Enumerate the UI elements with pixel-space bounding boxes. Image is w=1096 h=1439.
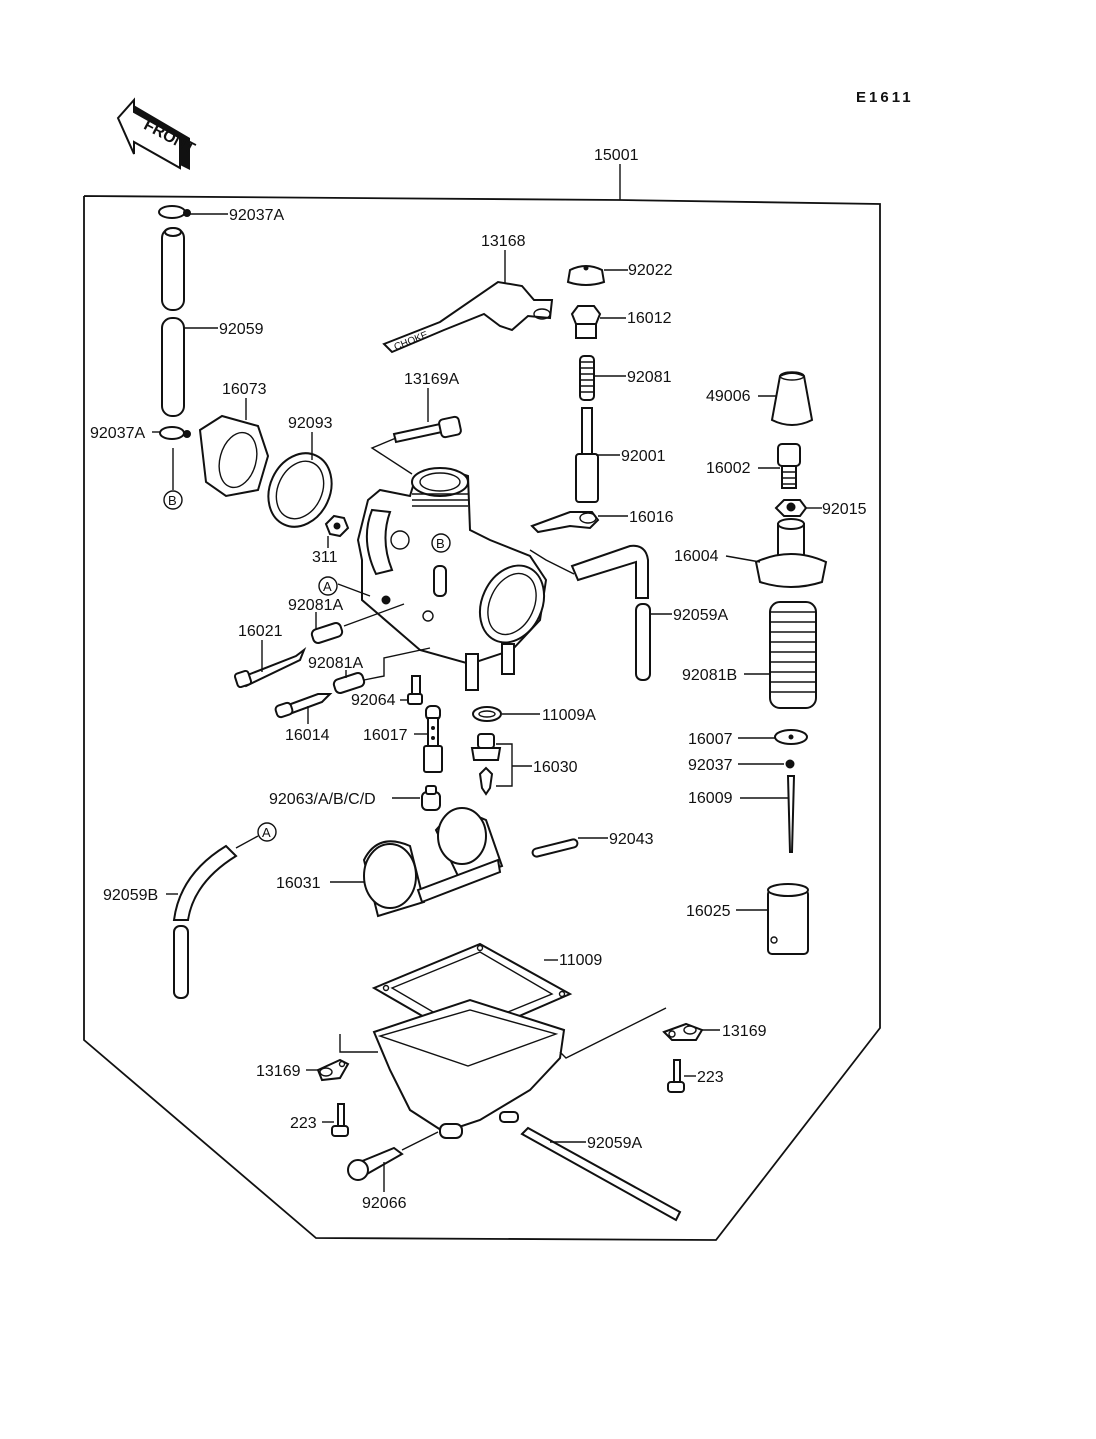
part-label-16002: 16002 — [706, 460, 751, 477]
svg-text:A: A — [262, 825, 271, 840]
part-label-13168: 13168 — [481, 233, 526, 250]
part-label-16012: 16012 — [627, 310, 672, 327]
part-label-92081A-upper: 92081A — [288, 597, 343, 614]
part-label-92059A-top: 92059A — [673, 607, 728, 624]
part-label-92081B: 92081B — [682, 667, 737, 684]
part-label-92093: 92093 — [288, 415, 333, 432]
part-label-92037A-top: 92037A — [229, 207, 284, 224]
part-label-92043: 92043 — [609, 831, 654, 848]
jet-holder-92064[interactable] — [407, 675, 423, 705]
part-label-13169-left: 13169 — [256, 1063, 301, 1080]
part-label-16031: 16031 — [276, 875, 321, 892]
part-label-92001: 13169A — [404, 371, 459, 388]
pilot-screw-16021[interactable] — [233, 647, 307, 689]
throttle-stop-screw-16014[interactable] — [274, 693, 333, 719]
plate-13169-right[interactable] — [662, 1022, 704, 1041]
part-label-16025: 16025 — [686, 903, 731, 920]
float-bowl[interactable] — [372, 998, 566, 1139]
part-label-16073: 16073 — [222, 381, 267, 398]
starter-plunger-16016[interactable] — [575, 407, 599, 503]
choke-lever-13168[interactable]: CHOKE — [382, 280, 554, 353]
connector-marker-b: B — [163, 490, 183, 510]
part-label-92064: 92064 — [351, 692, 396, 709]
throttle-valve-16025[interactable] — [767, 883, 809, 955]
part-label-92059: 92059 — [219, 321, 264, 338]
clamp-92037A-top[interactable] — [158, 205, 191, 219]
connector-marker-a: A — [257, 822, 277, 842]
part-label-92037: 92037 — [688, 757, 733, 774]
part-label-16004: 16004 — [674, 548, 719, 565]
retainer-16007[interactable] — [774, 729, 808, 745]
jet-needle-16009[interactable] — [786, 775, 796, 853]
svg-text:B: B — [436, 536, 445, 551]
part-label-92081A-lower: 92081A — [308, 655, 363, 672]
adjuster-16002[interactable] — [777, 443, 801, 489]
ring-92093[interactable] — [257, 443, 343, 537]
drain-tube-92059A-bottom[interactable] — [520, 1126, 682, 1222]
top-nut-16012[interactable] — [570, 305, 602, 339]
float-valve-16030[interactable] — [470, 733, 502, 796]
assembly-frame — [83, 164, 881, 1241]
screw-223-right[interactable] — [667, 1059, 685, 1093]
plate-13169-left[interactable] — [316, 1058, 350, 1082]
part-label-16021: 16021 — [238, 623, 283, 640]
mixing-chamber-cap-16004[interactable] — [754, 518, 828, 588]
screw-223-left[interactable] — [331, 1103, 349, 1137]
part-label-92059B: 92059B — [103, 887, 158, 904]
part-label-49006: 49006 — [706, 388, 751, 405]
washer-11009A[interactable] — [472, 706, 502, 722]
drain-screw-92066[interactable] — [347, 1146, 404, 1181]
svg-text:B: B — [168, 493, 177, 508]
clip-92037[interactable] — [785, 759, 795, 769]
part-label-13169A: 16016 — [629, 509, 674, 526]
assembly-number: 15001 — [594, 147, 639, 164]
part-label-13169-right: 13169 — [722, 1023, 767, 1040]
part-label-92063: 92063/A/B/C/D — [269, 791, 376, 808]
part-label-16014: 16014 — [285, 727, 330, 744]
part-label-16017: 16017 — [363, 727, 408, 744]
float-pin-92043[interactable] — [531, 838, 579, 858]
part-label-223-left: 223 — [290, 1115, 317, 1132]
connector-marker-a-body: A — [318, 576, 338, 596]
carburetor-body[interactable] — [356, 467, 556, 691]
spring-92081B[interactable] — [769, 601, 817, 709]
part-label-16016: 92001 — [621, 448, 666, 465]
vent-tube-92059A-top[interactable] — [570, 544, 651, 681]
reference-code: E1611 — [856, 89, 914, 106]
plate-13169A[interactable] — [530, 511, 600, 534]
part-label-92015: 92015 — [822, 501, 867, 518]
connector-marker-b-body: B — [431, 533, 451, 553]
boot-49006[interactable] — [770, 371, 814, 426]
front-arrow-icon: FRONT — [116, 97, 198, 170]
tube-92059[interactable] — [161, 227, 185, 417]
clamp-92037A-bottom[interactable] — [159, 426, 191, 440]
needle-jet-16017[interactable] — [423, 705, 443, 773]
part-label-92066: 92066 — [362, 1195, 407, 1212]
part-label-11009: 11009 — [559, 952, 602, 969]
cap-92022[interactable] — [566, 265, 606, 286]
tube-92059B[interactable] — [172, 844, 238, 999]
part-label-92022: 92022 — [628, 262, 673, 279]
main-jet-92063[interactable] — [421, 785, 441, 811]
part-label-11009A: 11009A — [542, 707, 596, 724]
nut-311[interactable] — [324, 514, 350, 538]
part-label-92081: 92081 — [627, 369, 672, 386]
part-label-311: 311 — [312, 549, 338, 566]
screw-92001[interactable] — [392, 415, 462, 444]
part-label-16007: 16007 — [688, 731, 733, 748]
spring-92081A-upper[interactable] — [310, 622, 344, 645]
spring-92081[interactable] — [579, 355, 595, 401]
part-label-223-right: 223 — [697, 1069, 724, 1086]
part-label-16030: 16030 — [533, 759, 578, 776]
nut-92015[interactable] — [774, 499, 808, 517]
part-label-92059A-bottom: 92059A — [587, 1135, 642, 1152]
part-label-92037A-bottom: 92037A — [90, 425, 145, 442]
float-16031[interactable] — [362, 807, 504, 918]
svg-text:A: A — [323, 579, 332, 594]
sleeve-16073[interactable] — [198, 414, 270, 498]
spring-92081A-lower[interactable] — [332, 672, 366, 695]
part-label-16009: 16009 — [688, 790, 733, 807]
